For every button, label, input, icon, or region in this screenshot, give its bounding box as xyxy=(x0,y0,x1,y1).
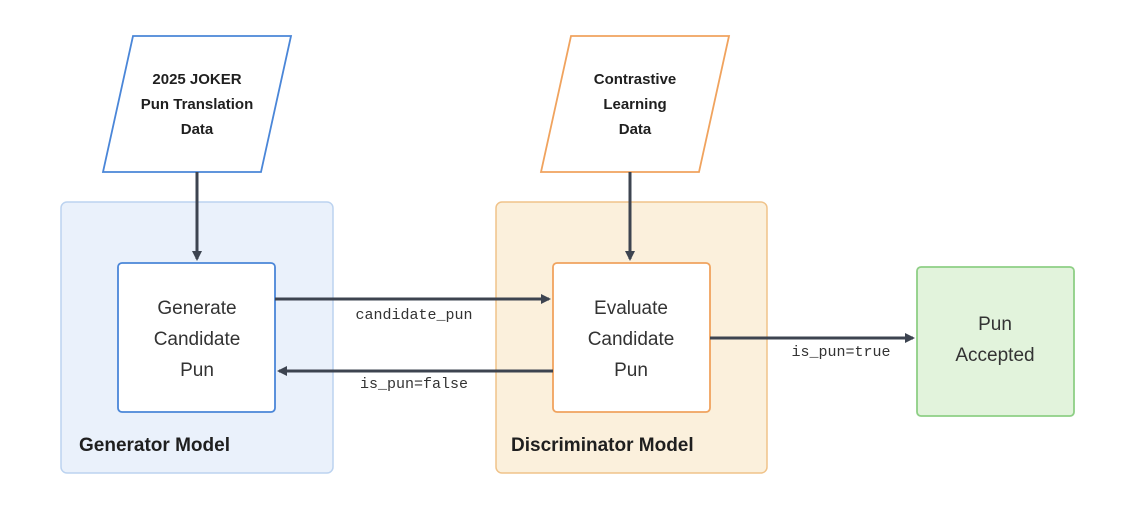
pun-accepted-box xyxy=(916,266,1075,417)
contrastive-data-input: Contrastive Learning Data xyxy=(539,35,731,173)
contrastive-data-shape xyxy=(539,35,731,173)
evaluate-candidate-pun-node: Evaluate Candidate Pun xyxy=(552,262,711,413)
generate-line-3: Pun xyxy=(180,360,214,381)
candidate-pun-label: candidate_pun xyxy=(355,307,472,324)
pun-accepted-node: Pun Accepted xyxy=(916,266,1075,417)
joker-data-line-3: Data xyxy=(181,121,214,138)
accepted-line-1: Pun xyxy=(978,314,1012,335)
accepted-line-2: Accepted xyxy=(955,345,1034,366)
joker-data-input: 2025 JOKER Pun Translation Data xyxy=(101,35,293,173)
is-pun-true-label: is_pun=true xyxy=(791,344,890,361)
is-pun-false-label: is_pun=false xyxy=(360,376,468,393)
generate-line-1: Generate xyxy=(157,298,236,319)
contrastive-data-line-3: Data xyxy=(619,121,652,138)
contrastive-data-line-1: Contrastive xyxy=(594,71,677,88)
evaluate-line-1: Evaluate xyxy=(594,298,668,319)
discriminator-model-label: Discriminator Model xyxy=(511,435,694,456)
joker-data-line-2: Pun Translation xyxy=(141,96,254,113)
joker-data-shape xyxy=(101,35,293,173)
contrastive-data-line-2: Learning xyxy=(603,96,666,113)
generate-line-2: Candidate xyxy=(154,329,241,350)
generator-model-label: Generator Model xyxy=(79,435,230,456)
generate-candidate-pun-box xyxy=(117,262,276,413)
evaluate-line-2: Candidate xyxy=(588,329,675,350)
evaluate-line-3: Pun xyxy=(614,360,648,381)
joker-data-line-1: 2025 JOKER xyxy=(152,71,241,88)
generate-candidate-pun-node: Generate Candidate Pun xyxy=(117,262,276,413)
